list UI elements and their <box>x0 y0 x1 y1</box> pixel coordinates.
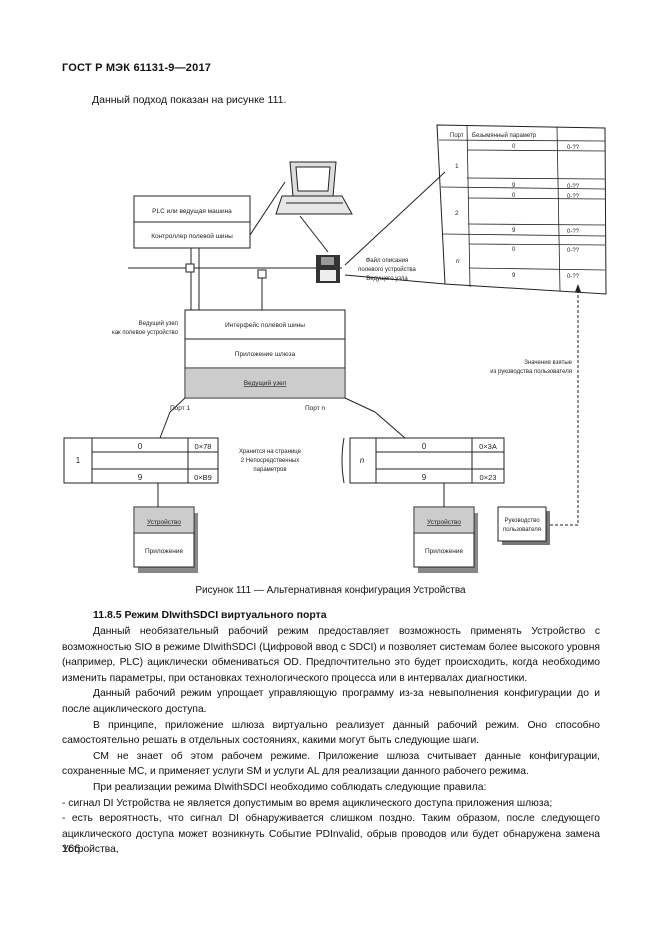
svg-text:2 Непосредственных: 2 Непосредственных <box>241 458 299 464</box>
svg-text:Приложение шлюза: Приложение шлюза <box>235 351 296 358</box>
paragraph: Данный необязательный рабочий режим пред… <box>62 626 600 684</box>
plc-title: PLC или ведущая машина <box>152 208 232 215</box>
svg-text:Значения взятые: Значения взятые <box>524 360 572 366</box>
svg-text:0: 0 <box>138 442 143 451</box>
svg-text:9: 9 <box>512 183 516 189</box>
svg-text:Хранится на странице: Хранится на странице <box>239 449 302 455</box>
device-1-box: Устройство Приложение <box>133 506 198 573</box>
svg-text:0: 0 <box>512 193 516 199</box>
svg-text:Ведущий узел: Ведущий узел <box>244 379 287 387</box>
svg-text:0-??: 0-?? <box>567 184 580 190</box>
svg-text:пользователя: пользователя <box>503 527 541 533</box>
svg-text:как полевое устройство: как полевое устройство <box>112 329 179 336</box>
svg-text:полевого устройства: полевого устройства <box>358 266 416 273</box>
svg-text:1: 1 <box>455 163 459 170</box>
paragraph: Данный рабочий режим упрощает управляющу… <box>62 688 600 715</box>
page-number: 166 <box>62 843 81 855</box>
svg-text:0-??: 0-?? <box>567 194 580 200</box>
list-item: - есть вероятность, что сигнал DI обнару… <box>62 813 600 856</box>
intro-text: Данный подход показан на рисунке 111. <box>92 94 287 106</box>
svg-text:0×78: 0×78 <box>195 442 212 451</box>
svg-text:1: 1 <box>76 456 81 465</box>
figure-111: PLC или ведущая машина Контроллер полево… <box>63 124 607 573</box>
portn-table: n 0 0×3A 9 0×23 <box>341 437 505 484</box>
svg-text:9: 9 <box>422 473 427 482</box>
svg-text:0-??: 0-?? <box>567 145 580 151</box>
paragraph: CM не знает об этом рабочем режиме. Прил… <box>62 750 600 778</box>
body-text: Данный необязательный рабочий режим пред… <box>62 624 600 858</box>
svg-text:9: 9 <box>512 273 516 279</box>
user-manual-icon: Руководство пользователя <box>497 506 550 545</box>
svg-text:Безымянный параметр: Безымянный параметр <box>472 132 537 139</box>
svg-text:Порт n: Порт n <box>305 405 326 412</box>
svg-text:0-??: 0-?? <box>567 229 580 235</box>
svg-text:0×23: 0×23 <box>480 473 497 482</box>
paragraph: В принципе, приложение шлюза виртуально … <box>62 719 600 747</box>
svg-text:0-??: 0-?? <box>567 274 580 280</box>
svg-text:Файл описания: Файл описания <box>366 257 409 264</box>
svg-text:n: n <box>456 258 460 265</box>
svg-text:2: 2 <box>455 210 459 217</box>
svg-text:Приложение: Приложение <box>145 548 184 555</box>
svg-text:параметров: параметров <box>253 467 286 473</box>
svg-text:0: 0 <box>422 442 427 451</box>
svg-text:Руководство: Руководство <box>504 518 540 524</box>
svg-text:Интерфейс полевой шины: Интерфейс полевой шины <box>225 321 305 329</box>
port1-table: 1 0 0×78 9 0×B9 <box>63 437 219 484</box>
section-title: 11.8.5 Режим DIwithSDCI виртуального пор… <box>93 609 327 621</box>
svg-text:Устройство: Устройство <box>427 518 461 526</box>
svg-text:9: 9 <box>512 228 516 234</box>
laptop-icon <box>275 161 353 215</box>
svg-text:0: 0 <box>512 247 516 253</box>
page-header: ГОСТ Р МЭК 61131-9—2017 <box>62 62 212 74</box>
svg-text:0×B9: 0×B9 <box>194 473 212 482</box>
plc-controller: Контроллер полевой шины <box>151 232 233 240</box>
figure-caption: Рисунок 111 — Альтернативная конфигураци… <box>195 585 466 596</box>
svg-text:Порт 1: Порт 1 <box>170 405 191 412</box>
paragraph: При реализации режима DIwithSDCI необход… <box>93 781 487 793</box>
svg-text:из руководства пользователя: из руководства пользователя <box>490 369 572 375</box>
svg-text:Ведущего узла: Ведущего узла <box>366 276 408 282</box>
svg-text:0-??: 0-?? <box>567 248 580 254</box>
svg-text:0: 0 <box>512 144 516 150</box>
svg-text:Устройство: Устройство <box>147 518 181 526</box>
floppy-disk-icon <box>316 255 340 283</box>
svg-text:0×3A: 0×3A <box>479 442 497 451</box>
list-item: - сигнал DI Устройства не является допус… <box>62 797 553 809</box>
svg-text:n: n <box>360 456 365 465</box>
svg-text:9: 9 <box>138 473 143 482</box>
parameter-table-outline <box>436 124 607 295</box>
device-n-box: Устройство Приложение <box>413 506 478 573</box>
svg-text:Приложение: Приложение <box>425 548 464 555</box>
svg-text:Порт: Порт <box>450 133 464 139</box>
svg-text:Ведущий узел: Ведущий узел <box>139 320 179 327</box>
